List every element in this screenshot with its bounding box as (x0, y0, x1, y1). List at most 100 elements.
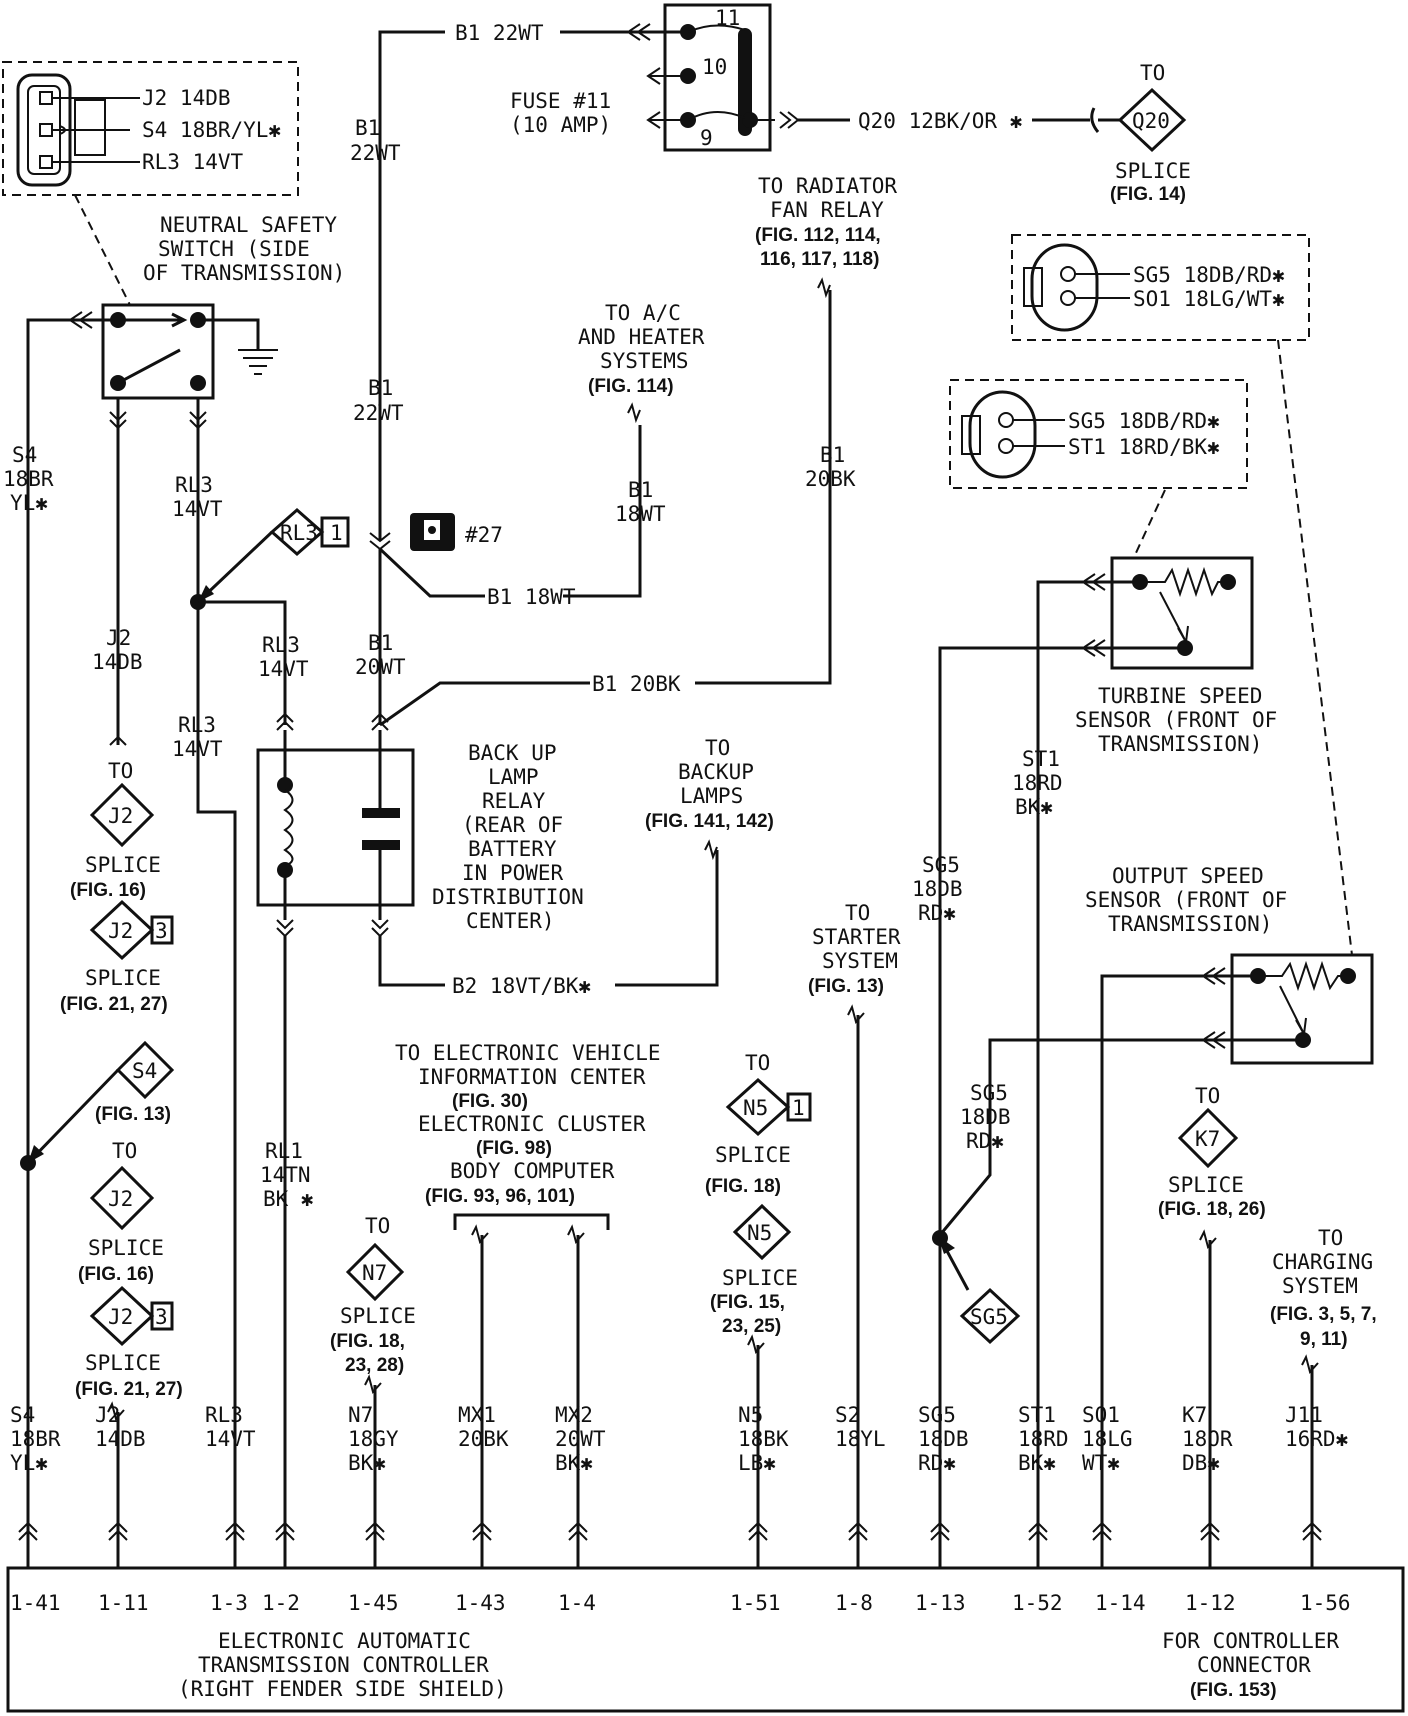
pin-connector-mark (930, 1521, 950, 1541)
k7-id: K7 (1195, 1127, 1220, 1151)
rl3-ref-num: 1 (330, 521, 343, 545)
controller-pin-label: 1-43 (455, 1591, 506, 1615)
controller-label-3: (RIGHT FENDER SIDE SHIELD) (178, 1677, 507, 1701)
s4-splice-ref: S4 (FIG. 13) (20, 1040, 175, 1171)
pin-connector-mark (748, 1521, 768, 1541)
neutral-safety-switch-connector: J2 14DB S4 18BR/YL✱ RL3 14VT (2, 61, 299, 196)
evic-fig-2: (FIG. 98) (476, 1138, 552, 1159)
q20-wire-label: Q20 12BK/OR ✱ (858, 109, 1023, 133)
j2-wire-label-1: J2 (106, 626, 131, 650)
fuse-11: 11 10 9 FUSE #11 (10 AMP) (510, 3, 772, 152)
relay-label-1: BACK UP (468, 741, 557, 765)
fuse-label-1: FUSE #11 (510, 89, 611, 113)
b1-v2-label-2: 22WT (353, 401, 404, 425)
sg5-splice-ref: SG5 (938, 1236, 1021, 1345)
n5b-fig-1: (FIG. 15, (710, 1292, 785, 1313)
n5a-fig: (FIG. 18) (705, 1176, 781, 1197)
rad-ref-fig-2: 116, 117, 118) (760, 249, 879, 270)
j2c-fig: (FIG. 16) (78, 1264, 154, 1285)
fuse-pin-10: 10 (702, 55, 727, 79)
controller-connector-label-1: FOR CONTROLLER (1162, 1629, 1339, 1653)
st1-label-3: BK✱ (1015, 795, 1053, 819)
sg5-wire (938, 646, 1083, 1568)
j2-splice-ref-b: J2 3 SPLICE (FIG. 21, 27) (60, 899, 174, 1015)
s4-ref-fig: (FIG. 13) (95, 1104, 171, 1125)
evic-fig-3: (FIG. 93, 96, 101) (425, 1186, 575, 1207)
oss-label-3: TRANSMISSION) (1108, 912, 1272, 936)
n5a-label: SPLICE (715, 1143, 791, 1167)
rad-ref-line-2: FAN RELAY (770, 198, 884, 222)
relay-label-6: IN POWER (462, 861, 564, 885)
b1-18wt-vlabel-2: 18WT (615, 502, 666, 526)
pin-wire-label: 16RD✱ (1285, 1427, 1349, 1451)
n7-fig-1: (FIG. 18, (330, 1331, 405, 1352)
rl1-label-2: 14TN (260, 1163, 311, 1187)
b1-20bk-vlabel-1: B1 (820, 443, 845, 467)
neutral-safety-switch: NEUTRAL SAFETY SWITCH (SIDE OF TRANSMISS… (101, 213, 345, 400)
n7-id: N7 (362, 1261, 387, 1285)
j2-wire-label-2: 14DB (92, 650, 143, 674)
ns-switch-label-1: NEUTRAL SAFETY (160, 213, 337, 237)
ns-connector-pin-1: J2 14DB (142, 86, 231, 110)
tss-connector: SG5 18DB/RD✱ ST1 18RD/BK✱ (949, 379, 1248, 489)
q20-ref-id: Q20 (1132, 109, 1170, 133)
pin-wire-label: 20BK (458, 1427, 509, 1451)
starter-line-1: TO (845, 901, 870, 925)
b1-20bk-label: B1 20BK (592, 672, 681, 696)
rl3-splice-ref: RL3 1 (196, 508, 350, 604)
pin-wire-label: K7 (1182, 1403, 1207, 1427)
rl3-ref-id: RL3 (280, 521, 318, 545)
j2d-id: J2 (108, 1305, 133, 1329)
n5-splice-ref-b: N5 SPLICE (FIG. 15, 23, 25) (710, 1203, 798, 1337)
pin-wire-label: 14VT (205, 1427, 256, 1451)
sg5b-label-3: RD✱ (966, 1129, 1004, 1153)
n5b-label: SPLICE (722, 1266, 798, 1290)
pin-connector-mark (1302, 1521, 1322, 1541)
ac-ref-line-3: SYSTEMS (600, 349, 689, 373)
rad-ref-line-1: TO RADIATOR (758, 174, 897, 198)
j2d-num: 3 (155, 1305, 168, 1329)
controller-pin-label: 1-14 (1095, 1591, 1146, 1615)
s4-wire-label-1: S4 (12, 443, 37, 467)
st1-label-1: ST1 (1022, 747, 1060, 771)
controller-pin-label: 1-2 (262, 1591, 300, 1615)
relay-label-4: (REAR OF (462, 813, 563, 837)
sg5b-label-2: 18DB (960, 1105, 1011, 1129)
controller-pin-label: 1-12 (1185, 1591, 1236, 1615)
b1-v2-label-1: B1 (368, 376, 393, 400)
pin-wire-label: 18GY (348, 1427, 399, 1451)
b1-v1-label-2: 22WT (350, 141, 401, 165)
n5a-num: 1 (792, 1096, 805, 1120)
st1-label-2: 18RD (1012, 771, 1063, 795)
j2-splice-ref-c: TO J2 SPLICE (FIG. 16) (78, 1139, 164, 1285)
pin-wire-label: BK✱ (1018, 1451, 1056, 1475)
controller-pin-label: 1-56 (1300, 1591, 1351, 1615)
pin-connector-mark (275, 1521, 295, 1541)
starter-line-3: SYSTEM (822, 949, 898, 973)
controller-pin-label: 1-8 (835, 1591, 873, 1615)
pin-wire-label: J2 (95, 1403, 120, 1427)
pin-connector-mark (1028, 1521, 1048, 1541)
b1-v1-label-1: B1 (355, 116, 380, 140)
ns-switch-label-3: OF TRANSMISSION) (143, 261, 345, 285)
pin-wire-label: 18BK (738, 1427, 789, 1451)
pin-connector-mark (18, 1521, 38, 1541)
evic-line-1: TO ELECTRONIC VEHICLE (395, 1041, 661, 1065)
n7-splice-ref: TO N7 SPLICE (FIG. 18, 23, 28) (330, 1214, 416, 1376)
n7-label: SPLICE (340, 1304, 416, 1328)
n5b-fig-2: 23, 25) (722, 1316, 781, 1337)
q20-ref-to: TO (1140, 61, 1165, 85)
s4-wire (26, 318, 118, 1568)
controller-pin-label: 1-52 (1012, 1591, 1063, 1615)
pin-wire-label: 20WT (555, 1427, 606, 1451)
j2-splice-ref-d: J2 3 SPLICE (FIG. 21, 27) (75, 1285, 183, 1400)
ns-connector-pin-3: RL3 14VT (142, 150, 244, 174)
n5a-id: N5 (743, 1096, 768, 1120)
controller-label-2: TRANSMISSION CONTROLLER (198, 1653, 489, 1677)
pin-wire-label: 18BR (10, 1427, 61, 1451)
backup-ref-fig: (FIG. 141, 142) (645, 811, 774, 832)
oss-label-1: OUTPUT SPEED (1112, 864, 1264, 888)
backup-ref-line-3: LAMPS (680, 784, 743, 808)
j2-splice-ref-a: TO J2 SPLICE (FIG. 16) (70, 759, 161, 901)
tss-label-2: SENSOR (FRONT OF (1075, 708, 1277, 732)
